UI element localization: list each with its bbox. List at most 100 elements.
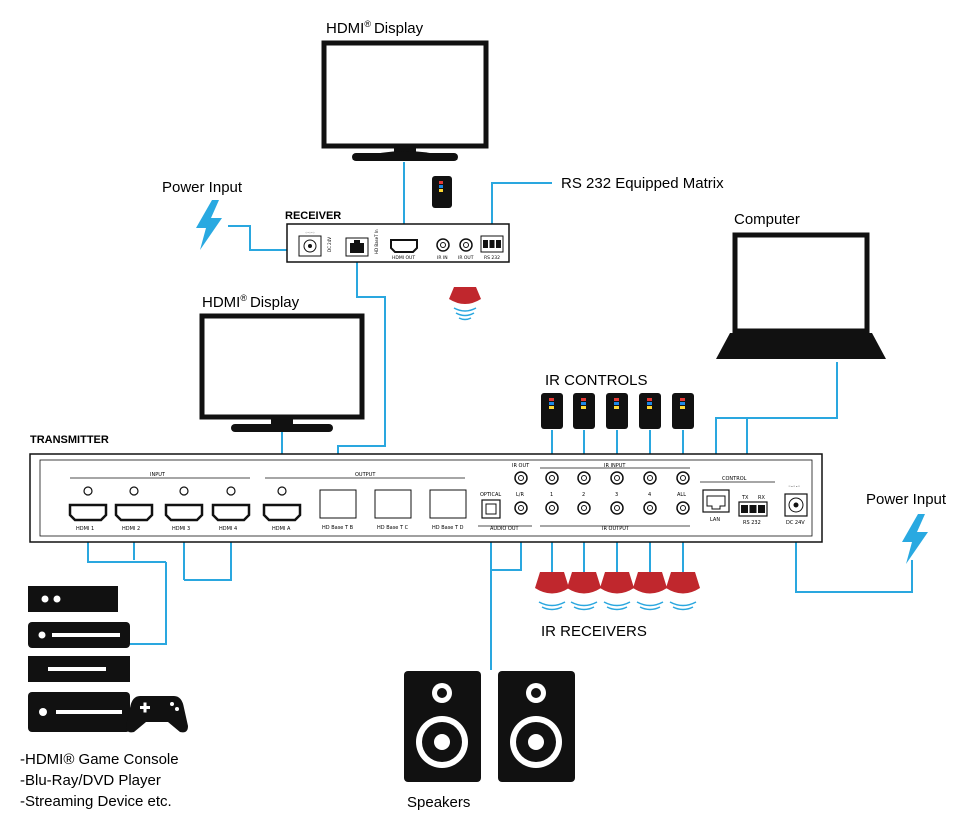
svg-text:◦-◦-◦: ◦-◦-◦ — [788, 484, 801, 490]
speakers — [404, 671, 575, 782]
cable-rs232-callout — [491, 182, 552, 236]
tx-label: TX — [741, 495, 749, 501]
audio-out-label: AUDIO OUT — [490, 526, 520, 532]
hdbaset-output-d-label: HD Base T D — [432, 525, 464, 531]
cables — [87, 162, 913, 670]
optical-label: OPTICAL — [480, 492, 501, 498]
ir-input-header: IR INPUT — [604, 463, 626, 469]
ir-port-2-label: 2 — [582, 492, 585, 498]
lr-label: L/R — [516, 492, 524, 498]
remote-icon — [541, 393, 563, 429]
hdmi-input-4-label: HDMI 4 — [219, 526, 237, 532]
remote-icon — [672, 393, 694, 429]
hdmi-output-a-label: HDMI A — [272, 526, 291, 532]
lan-label: LAN — [710, 517, 720, 523]
remote-icon — [432, 176, 452, 208]
tv-icon — [199, 313, 365, 432]
speakers-label: Speakers — [407, 794, 470, 811]
receiver-rs232-label: RS 232 — [484, 255, 500, 261]
ir-port-column-4: 4 — [643, 471, 657, 515]
remote-icon — [606, 393, 628, 429]
receiver-hdbaset-label: HD BaseT In — [374, 229, 379, 254]
source-device-line-2: -Blu-Ray/DVD Player — [20, 772, 161, 789]
ir-out-label: IR OUT — [512, 463, 530, 469]
source-devices — [28, 586, 188, 733]
power-right-label: Power Input — [866, 491, 947, 508]
transmitter-dc-label: DC 24V — [786, 520, 805, 526]
hdmi-input-3-label: HDMI 3 — [172, 526, 190, 532]
hdmi-input-2: HDMI 2 — [114, 486, 154, 532]
hdbaset-output-c-label: HD Base T C — [377, 525, 409, 531]
ir-receivers-label: IR RECEIVERS — [541, 623, 647, 640]
gamepad-icon — [126, 696, 188, 733]
cable-source-bus — [130, 562, 167, 645]
cable-power-right — [795, 522, 913, 593]
remote-icon — [573, 393, 595, 429]
receiver-ir-in-label: IR IN — [437, 255, 448, 261]
computer: Computer — [716, 211, 886, 359]
source-device-line-3: -Streaming Device etc. — [20, 793, 172, 810]
ir-port-column-2: 2 — [577, 471, 591, 515]
ir-output-header: IR OUTPUT — [602, 526, 630, 532]
hdbaset-output-b-label: HD Base T B — [322, 525, 354, 531]
remote-icon — [639, 393, 661, 429]
ir-controls-label: IR CONTROLS — [545, 372, 648, 389]
transmitter-body — [29, 453, 823, 543]
ir-emitter-icon — [449, 287, 481, 321]
receiver: RECEIVER ◦-◦-◦ DC 24V HD BaseT In HDMI O… — [285, 210, 510, 263]
receiver-ir-out-label: IR OUT — [458, 255, 474, 261]
hdmi-input-4: HDMI 4 — [211, 486, 251, 532]
receiver-title: RECEIVER — [285, 210, 341, 222]
top-display-label: HDMI®Display — [326, 19, 424, 37]
ir-port-all-label: ALL — [677, 492, 686, 498]
rx-label: RX — [758, 495, 765, 501]
ir-port-column-3: 3 — [610, 471, 624, 515]
source-device-line-1: -HDMI® Game Console — [20, 751, 179, 768]
speaker-icon — [404, 671, 481, 782]
transmitter-rs232-label: RS 232 — [743, 520, 761, 526]
cable-hdmi4 — [184, 528, 232, 581]
ir-remotes — [541, 393, 694, 429]
lightning-icon — [902, 514, 928, 564]
tv-icon — [321, 40, 489, 161]
top-display: HDMI®Display — [321, 19, 489, 161]
transmitter: TRANSMITTER INPUT OUTPUT HDMI 1 HDMI 2 H… — [29, 434, 823, 543]
ir-port-column-1: 1 — [545, 471, 559, 515]
hdmi-input-3: HDMI 3 — [164, 486, 204, 532]
mid-display: HDMI®Display — [199, 293, 365, 432]
ir-emitter-icon — [567, 572, 601, 611]
hdmi-input-1-label: HDMI 1 — [76, 526, 94, 532]
ir-emitter-icon — [535, 572, 569, 611]
transmitter-title: TRANSMITTER — [30, 434, 109, 446]
control-header: CONTROL — [722, 476, 747, 482]
lightning-icon — [196, 200, 222, 250]
media-player-icon — [28, 692, 130, 732]
receiver-hdmi-out-label: HDMI OUT — [392, 255, 415, 261]
media-player-icon — [28, 656, 130, 682]
hdmi-input-2-label: HDMI 2 — [122, 526, 140, 532]
hdbaset-output-c: HD Base T C — [374, 489, 412, 531]
media-player-icon — [28, 586, 118, 612]
computer-label: Computer — [734, 211, 800, 228]
speaker-icon — [498, 671, 575, 782]
ir-emitters — [535, 572, 700, 611]
ir-port-3-label: 3 — [615, 492, 618, 498]
ir-port-4-label: 4 — [648, 492, 651, 498]
hdmi-input-1: HDMI 1 — [68, 486, 108, 532]
receiver-hdmi-out-port — [390, 239, 418, 253]
output-header: OUTPUT — [355, 472, 376, 478]
rs232-callout-label: RS 232 Equipped Matrix — [561, 175, 724, 192]
power-left-label: Power Input — [162, 179, 243, 196]
ir-emitter-icon — [633, 572, 667, 611]
cable-power-left — [228, 225, 290, 251]
ir-port-1-label: 1 — [550, 492, 553, 498]
hdbaset-output-b: HD Base T B — [319, 489, 357, 531]
input-header: INPUT — [150, 472, 166, 478]
ir-emitter-icon — [600, 572, 634, 611]
svg-text:◦-◦-◦: ◦-◦-◦ — [305, 230, 315, 235]
receiver-dc-label: DC 24V — [327, 237, 332, 252]
media-player-icon — [28, 622, 130, 648]
ir-emitter-icon — [666, 572, 700, 611]
ir-port-column-all: ALL — [676, 471, 690, 515]
